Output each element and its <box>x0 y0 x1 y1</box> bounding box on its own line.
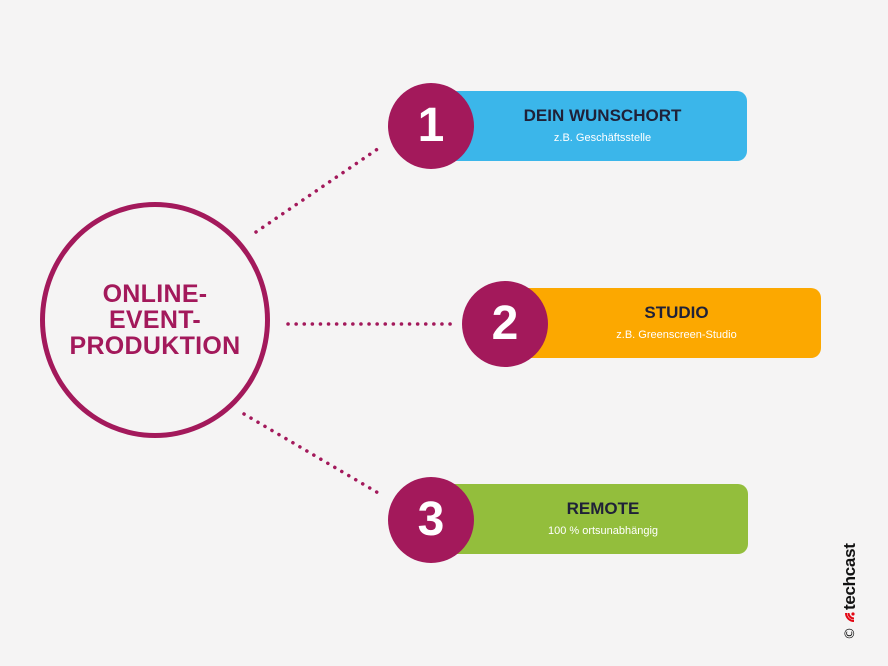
item-2-subtitle: z.B. Greenscreen-Studio <box>616 329 737 341</box>
item-2-number: 2 <box>491 297 519 350</box>
item-2-title: STUDIO <box>644 303 709 322</box>
techcast-brand: techcast <box>840 543 859 610</box>
item-3-number-badge: 3 <box>388 477 474 563</box>
item-1-number: 1 <box>417 99 445 152</box>
item-1-number-badge: 1 <box>388 83 474 169</box>
item-3-bar: REMOTE 100 % ortsunabhängig <box>436 484 748 554</box>
techcast-logo-icon <box>845 612 855 622</box>
item-2-bar: STUDIO z.B. Greenscreen-Studio <box>510 288 821 358</box>
item-3-subtitle: 100 % ortsunabhängig <box>547 525 659 537</box>
center-title-line-3: PRODUKTION <box>69 332 241 360</box>
center-title-line-1: ONLINE- <box>102 280 208 308</box>
connector-line-1 <box>254 144 384 234</box>
item-1-title: DEIN WUNSCHORT <box>523 106 682 125</box>
techcast-watermark: © techcast <box>840 543 860 640</box>
copyright-symbol: © <box>842 627 858 640</box>
center-circle: ONLINE- EVENT- PRODUKTION <box>40 202 270 438</box>
connector-line-3 <box>242 412 382 496</box>
item-3-number: 3 <box>417 493 445 546</box>
item-3-title: REMOTE <box>566 499 640 518</box>
item-1-subtitle: z.B. Geschäftsstelle <box>553 132 652 144</box>
center-title-line-2: EVENT- <box>108 306 202 334</box>
item-2-number-badge: 2 <box>462 281 548 367</box>
item-1-bar: DEIN WUNSCHORT z.B. Geschäftsstelle <box>436 91 747 161</box>
